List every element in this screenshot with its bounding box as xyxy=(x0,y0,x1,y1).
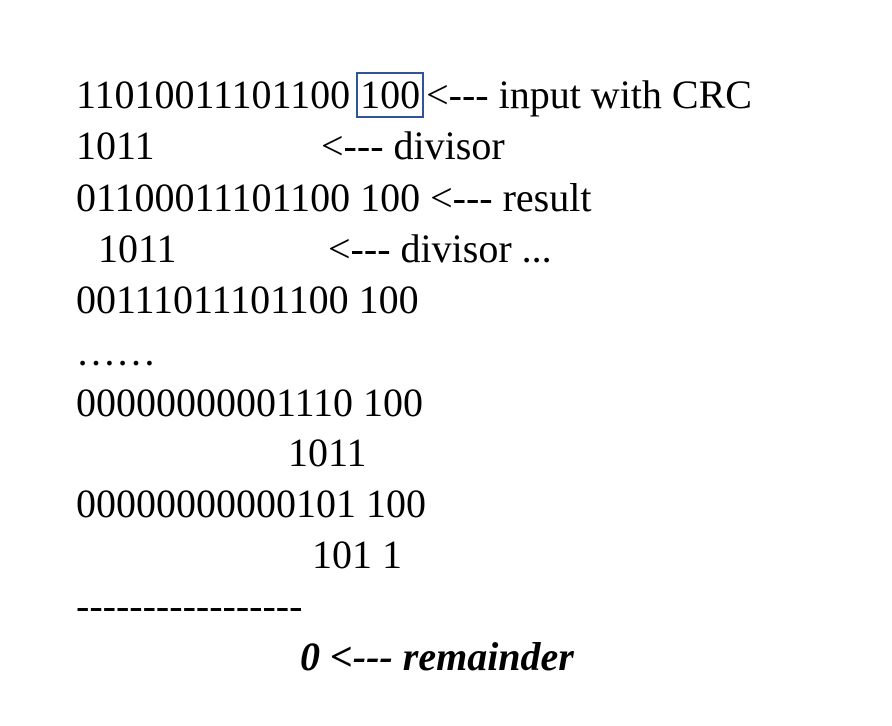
divisor-line-3: 1011 xyxy=(248,384,367,522)
divisor-note: <--- divisor xyxy=(321,123,505,168)
divisor-bits-4: 101 1 xyxy=(312,532,402,577)
separator-dashes: ----------------- xyxy=(36,537,302,675)
remainder-line: 0 <--- remainder xyxy=(260,588,574,726)
divisor-label-2: <--- divisor ... xyxy=(288,180,552,318)
step-line-3: 00111011101100 100 xyxy=(36,231,419,369)
result-text: 01100011101100 100 <--- result xyxy=(76,175,592,220)
input-bits: 11010011101100 xyxy=(76,72,351,117)
separator-text: ----------------- xyxy=(76,583,303,628)
ellipsis-text: …… xyxy=(76,329,156,374)
remainder-text: 0 <--- remainder xyxy=(300,634,574,679)
divisor-label-1: <--- divisor xyxy=(281,77,505,215)
divisor-note-2: <--- divisor ... xyxy=(328,226,552,271)
crc-bits-highlight-box: 100 xyxy=(356,72,425,118)
divisor-bits: 1011 xyxy=(76,123,155,168)
step-line-final: 00000000000101 100 xyxy=(36,435,426,573)
divisor-line-2: 1011 xyxy=(58,180,177,318)
divisor-line-4: 101 1 xyxy=(272,486,402,624)
step-text-near-end: 00000000001110 100 xyxy=(76,380,424,425)
step-text-3: 00111011101100 100 xyxy=(76,277,419,322)
result-line: 01100011101100 100 <--- result xyxy=(36,129,591,267)
divisor-bits-2: 1011 xyxy=(98,226,177,271)
divisor-line-1: 1011 xyxy=(36,77,155,215)
step-text-final: 00000000000101 100 xyxy=(76,481,426,526)
input-label: <--- input with CRC xyxy=(426,72,752,117)
ellipsis-line: …… xyxy=(36,283,156,421)
step-line-near-end: 00000000001110 100 xyxy=(36,334,423,472)
divisor-bits-3: 1011 xyxy=(288,430,367,475)
